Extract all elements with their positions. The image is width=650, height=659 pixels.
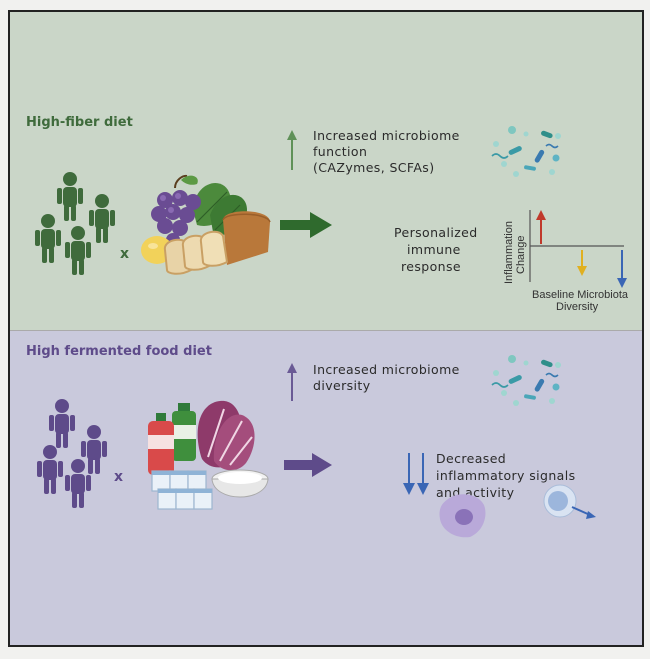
fiber-response-line2: immune [407, 242, 461, 257]
immune-cell-macrophage-icon [439, 494, 486, 538]
fermented-people-group-icon [37, 399, 107, 508]
personalized-response-chart: Inflammation Change Baseline Microbiota … [503, 210, 629, 313]
fiber-response-line3: response [401, 259, 461, 274]
high-fermented-panel: High fermented food diet [10, 330, 642, 645]
fermented-increase-arrow-icon [287, 363, 297, 401]
fiber-people-group-icon [35, 172, 115, 275]
graphical-abstract-frame: High-fiber diet [8, 10, 644, 647]
decrease-double-arrow-icon [403, 453, 429, 495]
fermented-microbiome-line2: diversity [313, 378, 371, 393]
chart-yellow-down-arrow [577, 250, 587, 276]
fiber-foods-icon [141, 174, 271, 275]
chart-xlabel-line1: Baseline Microbiota [532, 289, 629, 301]
chart-ylabel-line1: Inflammation [503, 221, 515, 284]
fiber-increase-arrow-icon [287, 130, 297, 170]
fiber-bacteria-cluster-icon [491, 126, 561, 177]
fiber-microbiome-line1: Increased microbiome [313, 128, 460, 143]
chart-red-up-arrow [536, 210, 546, 244]
fermented-foods-icon [148, 400, 269, 510]
fiber-response-line1: Personalized [394, 225, 478, 240]
high-fiber-panel: High-fiber diet [10, 12, 642, 330]
fermented-panel-title: High fermented food diet [26, 344, 212, 359]
fiber-panel-title: High-fiber diet [26, 115, 133, 130]
fermented-signals-line1: Decreased [436, 451, 507, 466]
fermented-multiply-sign: x [114, 469, 124, 485]
chart-ylabel-line2: Change [515, 235, 527, 274]
chart-blue-down-arrow [617, 250, 627, 288]
fiber-outcome-arrow-icon [280, 212, 332, 238]
immune-cell-lymphocyte-icon [543, 484, 596, 519]
fermented-microbiome-line1: Increased microbiome [313, 362, 460, 377]
fiber-microbiome-line3: (CAZymes, SCFAs) [313, 160, 435, 175]
fermented-outcome-arrow-icon [284, 453, 332, 477]
fiber-microbiome-line2: function [313, 144, 368, 159]
chart-xlabel-line2: Diversity [556, 301, 599, 313]
fermented-signals-line2: inflammatory signals [436, 468, 576, 483]
fermented-bacteria-cluster-icon [491, 355, 561, 406]
fiber-multiply-sign: x [120, 246, 130, 262]
